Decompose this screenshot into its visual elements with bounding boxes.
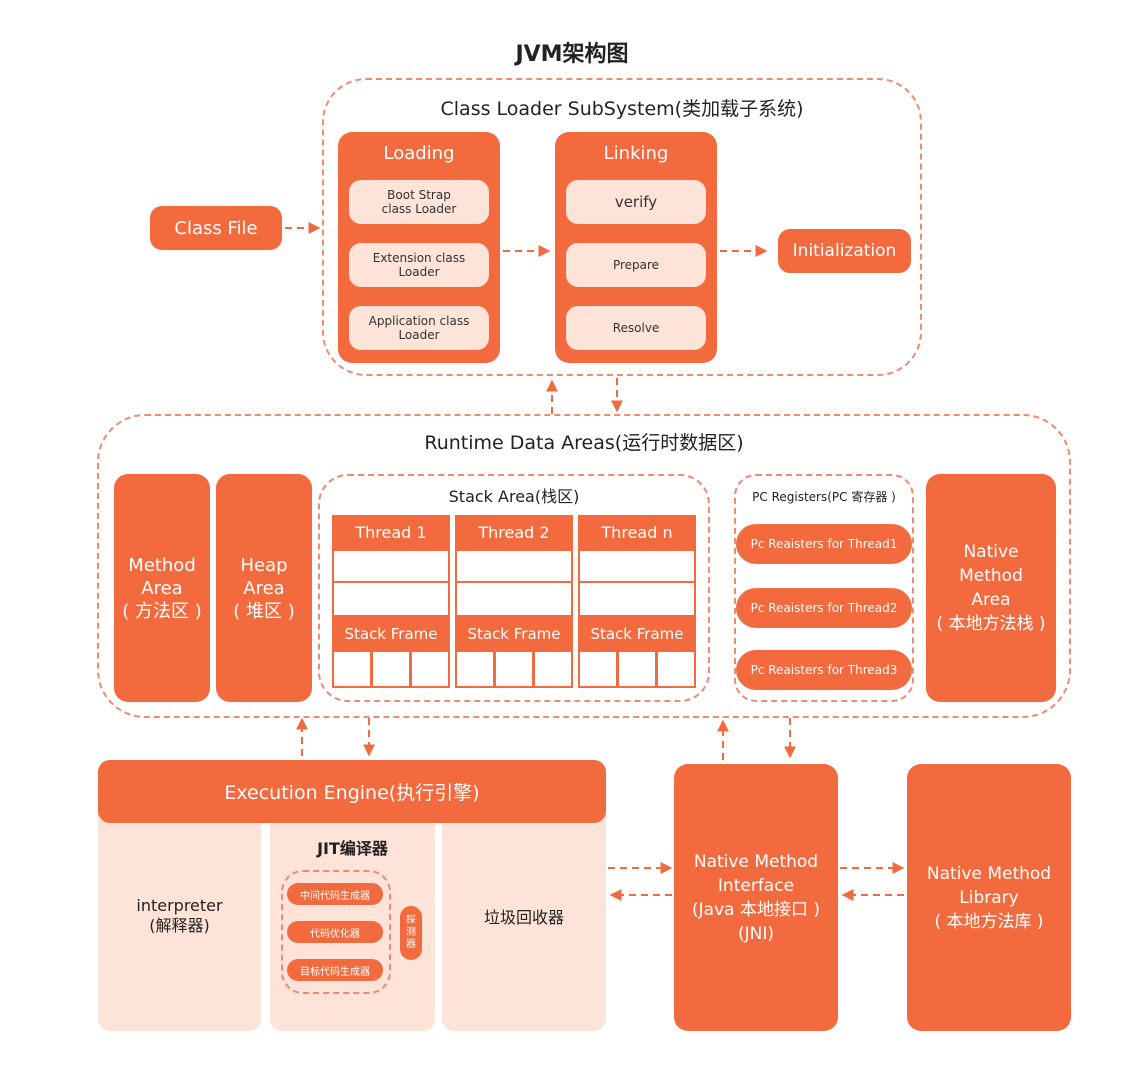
thread-column: Thread 1 Stack Frame	[332, 515, 450, 688]
execution-engine-header: Execution Engine(执行引擎)	[98, 760, 606, 823]
class-loader-subsystem	[322, 78, 922, 376]
stack-slot	[580, 583, 694, 615]
loading-title: Loading	[383, 143, 455, 164]
stack-area-title: Stack Area(栈区)	[448, 487, 580, 506]
frame-cell	[496, 652, 532, 686]
application-class-loader: Application class Loader	[349, 306, 489, 350]
boot-strap-loader: Boot Strap class Loader	[349, 180, 489, 224]
class-loader-title: Class Loader SubSystem(类加载子系统)	[440, 98, 804, 120]
frame-cell	[535, 652, 571, 686]
jit-title: JIT编译器	[317, 839, 388, 858]
code-optimizer: 代码优化器	[287, 921, 383, 943]
interpreter-panel: interpreter (解释器)	[98, 800, 261, 1031]
target-code-generator: 目标代码生成器	[287, 959, 383, 981]
thread-label: Thread n	[601, 522, 673, 542]
runtime-title: Runtime Data Areas(运行时数据区)	[424, 432, 744, 454]
thread-column: Thread 2 Stack Frame	[455, 515, 573, 688]
interpreter-label: interpreter (解释器)	[136, 895, 223, 935]
probe-box: 探 测 器	[400, 906, 422, 960]
heap-area: Heap Area ( 堆区 )	[216, 474, 312, 702]
method-area: Method Area ( 方法区 )	[114, 474, 210, 702]
pc-registers	[734, 474, 914, 702]
resolve-step: Resolve	[566, 306, 706, 350]
stack-slot	[457, 551, 571, 581]
pc-register-thread1: Pc Reaisters for Thread1	[736, 524, 912, 564]
frame-cell	[619, 652, 655, 686]
stack-frame-label: Stack Frame	[590, 624, 684, 643]
frame-cell	[412, 652, 448, 686]
native-method-library: Native Method Library ( 本地方法库 )	[907, 764, 1071, 1031]
pc-registers-title: PC Registers(PC 寄存器 )	[752, 490, 896, 504]
thread-label: Thread 2	[478, 522, 550, 542]
native-method-area: Native Method Area ( 本地方法栈 )	[926, 474, 1056, 702]
thread-label: Thread 1	[355, 522, 427, 542]
stack-slot	[457, 583, 571, 615]
extension-class-loader: Extension class Loader	[349, 243, 489, 287]
frame-cell	[580, 652, 616, 686]
stack-slot	[580, 551, 694, 581]
runtime-data-areas	[97, 414, 1071, 718]
linking-title: Linking	[603, 143, 669, 164]
stack-frame-label: Stack Frame	[344, 624, 438, 643]
stack-frame-label: Stack Frame	[467, 624, 561, 643]
pc-register-thread2: Pc Reaisters for Thread2	[736, 588, 912, 628]
gc-label: 垃圾回收器	[483, 907, 564, 927]
frame-cell	[457, 652, 493, 686]
frame-cell	[373, 652, 409, 686]
stack-slot	[334, 551, 448, 581]
class-file-box: Class File	[150, 206, 282, 250]
thread-column: Thread n Stack Frame	[578, 515, 696, 688]
initialization-box: Initialization	[778, 229, 911, 273]
frame-cell	[334, 652, 370, 686]
native-method-interface: Native Method Interface (Java 本地接口 ) (JN…	[674, 764, 838, 1031]
stack-slot	[334, 583, 448, 615]
gc-panel: 垃圾回收器	[442, 800, 606, 1031]
frame-cell	[658, 652, 694, 686]
intermediate-code-generator: 中间代码生成器	[287, 883, 383, 905]
prepare-step: Prepare	[566, 243, 706, 287]
verify-step: verify	[566, 180, 706, 224]
pc-register-thread3: Pc Reaisters for Thread3	[736, 650, 912, 690]
jit-pipeline	[281, 870, 391, 994]
stack-area	[318, 474, 710, 702]
diagram-title: JVM架构图	[515, 42, 629, 67]
